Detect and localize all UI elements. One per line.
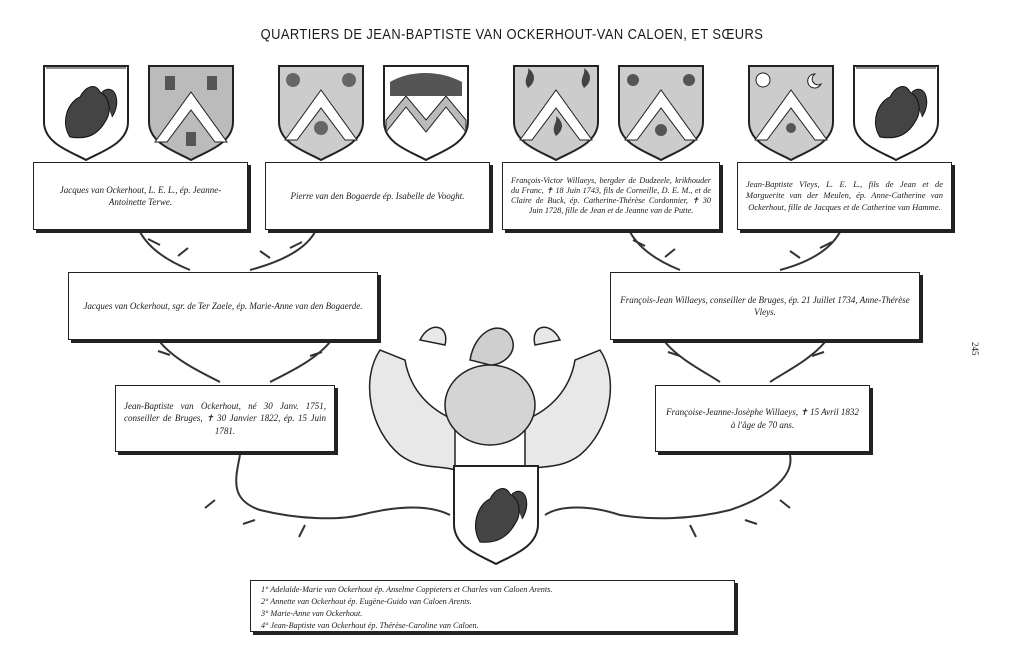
father-box: Jean-Baptiste van Ockerhout, né 30 Janv.…	[115, 385, 335, 452]
shield-7	[748, 65, 834, 162]
list-item: 4° Jean-Baptiste van Ockerhout ép. Thérè…	[261, 621, 479, 630]
lion-over-wavy-chevron-icon	[390, 73, 462, 96]
central-shield	[453, 465, 539, 566]
ancestor-text: Pierre van den Bogaerde ép. Isabelle de …	[290, 190, 465, 201]
ancestor-box-4: Jean-Baptiste Vleys, L. E. L., fils de J…	[737, 162, 952, 230]
shield-4	[383, 65, 469, 162]
ancestor-box-3: François-Victor Willaeys, bergder de Dud…	[502, 162, 720, 230]
central-squirrel-arms-icon	[475, 488, 528, 543]
chevron-with-towers-icon	[154, 91, 228, 143]
shield-1	[43, 65, 129, 162]
shield-6	[618, 65, 704, 162]
children-list: 1° Adelaïde-Marie van Ockerhout ép. Anse…	[250, 580, 735, 632]
shield-8	[853, 65, 939, 162]
chevron-with-bull-heads-icon	[624, 89, 698, 141]
squirrel-rampant-icon	[875, 86, 928, 139]
parent-text: Jacques van Ockerhout, sgr. de Ter Zaele…	[83, 300, 363, 311]
squirrel-rampant-icon	[65, 86, 118, 139]
ancestor-text: Jacques van Ockerhout, L. E. L., ép. Jea…	[59, 184, 222, 207]
list-item: 3° Marie-Anne van Ockerhout.	[261, 609, 363, 618]
ancestor-box-2: Pierre van den Bogaerde ép. Isabelle de …	[265, 162, 490, 230]
mother-box: Françoise-Jeanne-Josèphe Willaeys, ✝ 15 …	[655, 385, 870, 452]
shield-2	[148, 65, 234, 162]
chevron-with-trees-icon	[284, 89, 358, 141]
chevron-with-flames-icon	[519, 89, 593, 141]
father-text: Jean-Baptiste van Ockerhout, né 30 Janv.…	[124, 401, 326, 436]
shield-3	[278, 65, 364, 162]
shield-5	[513, 65, 599, 162]
ancestor-text: François-Victor Willaeys, bergder de Dud…	[511, 175, 711, 216]
parent-box-left: Jacques van Ockerhout, sgr. de Ter Zaele…	[68, 272, 378, 340]
page-title: QUARTIERS DE JEAN-BAPTISTE VAN OCKERHOUT…	[260, 26, 764, 43]
list-item: 1° Adelaïde-Marie van Ockerhout ép. Anse…	[261, 585, 553, 594]
ancestor-box-1: Jacques van Ockerhout, L. E. L., ép. Jea…	[33, 162, 248, 230]
parent-text: François-Jean Willaeys, conseiller de Br…	[620, 294, 910, 317]
list-item: 2° Annette van Ockerhout ép. Eugène-Guid…	[261, 597, 472, 606]
parent-box-right: François-Jean Willaeys, conseiller de Br…	[610, 272, 920, 340]
ancestor-text: Jean-Baptiste Vleys, L. E. L., fils de J…	[746, 178, 943, 212]
mother-text: Françoise-Jeanne-Josèphe Willaeys, ✝ 15 …	[666, 407, 859, 430]
chevron-sun-moon-clover-icon	[754, 89, 828, 141]
